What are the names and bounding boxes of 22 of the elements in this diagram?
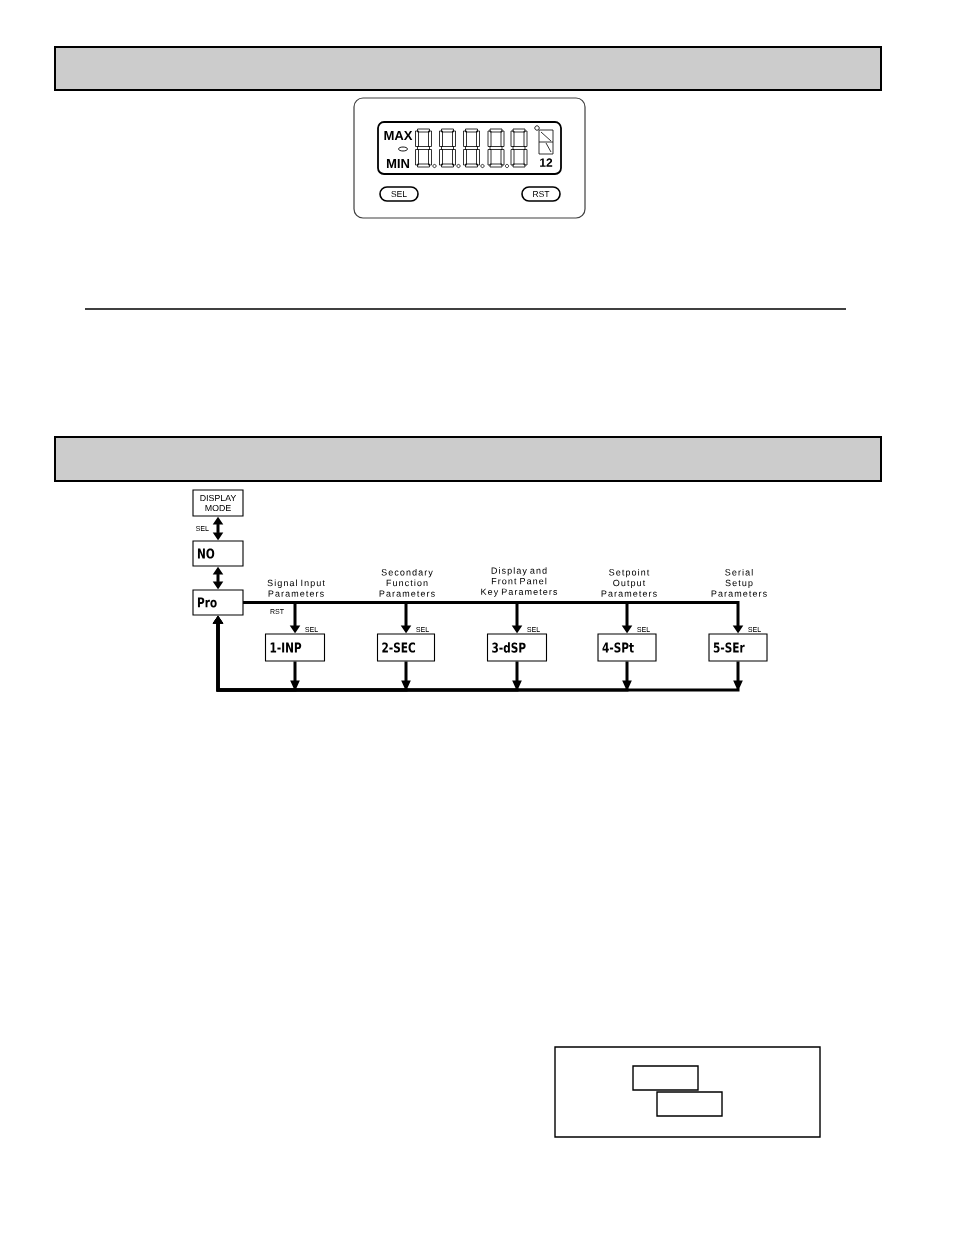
display-box: 4-SPt bbox=[597, 633, 657, 662]
group-caption: Secondary Function Parameters bbox=[379, 568, 435, 597]
frame-box bbox=[554, 1046, 821, 1138]
display-box: NO bbox=[192, 540, 244, 567]
push-button: SEL bbox=[379, 186, 419, 202]
annunciator-label: MIN bbox=[386, 159, 410, 168]
group-caption: Setpoint Output Parameters bbox=[601, 568, 657, 597]
mode-box: DISPLAY MODE bbox=[192, 489, 244, 517]
empty-box bbox=[632, 1065, 699, 1091]
annunciator-label: 12 bbox=[540, 158, 553, 167]
push-button: RST bbox=[521, 186, 561, 202]
group-caption: Signal Input Parameters bbox=[267, 579, 325, 597]
display-box: 1-INP bbox=[264, 633, 326, 662]
display-box: 5-SEr bbox=[708, 633, 768, 662]
annunciator-label: MAX bbox=[384, 131, 413, 140]
front-panel bbox=[353, 97, 586, 219]
group-caption: Display and Front Panel Key Parameters bbox=[481, 567, 558, 597]
empty-box bbox=[656, 1091, 723, 1117]
group-caption: Serial Setup Parameters bbox=[711, 568, 767, 597]
display-box: 3-dSP bbox=[486, 633, 548, 662]
display-box: Pro bbox=[192, 589, 244, 616]
display-box: 2-SEC bbox=[376, 633, 436, 662]
